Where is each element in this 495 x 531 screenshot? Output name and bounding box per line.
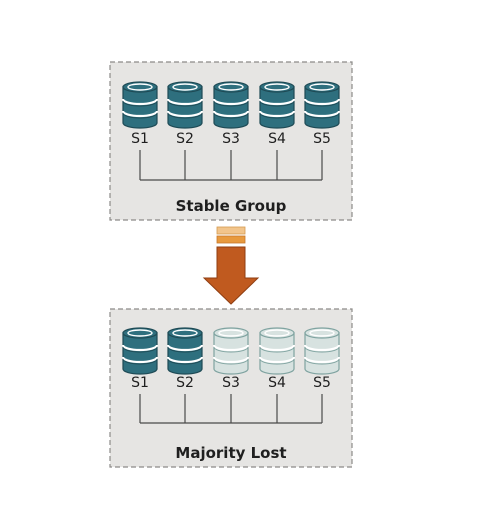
server-label: S1 [131,131,149,147]
group-majority-lost-label: Majority Lost [175,444,286,462]
database-cylinder-icon [121,81,159,129]
server-label: S5 [313,375,331,391]
group-majority-lost-servers: S1 S2 S3 S4 S5 [121,327,341,391]
database-cylinder-icon [166,81,204,129]
group-stable-servers: S1 S2 S3 S4 S5 [121,81,341,147]
database-cylinder-icon [303,81,341,129]
database-cylinder-icon [212,81,250,129]
server-label: S2 [176,375,194,391]
group-stable: S1 S2 S3 S4 S5 Stable Group [109,61,353,221]
database-cylinder-icon [166,327,204,375]
arrow-stripe-mid [216,235,246,244]
server-label: S3 [222,131,240,147]
group-majority-lost: S1 S2 S3 S4 S5 Majority Lost [109,308,353,468]
server-label: S4 [268,375,286,391]
database-cylinder-icon [258,327,296,375]
server-label: S1 [131,375,149,391]
server-label: S3 [222,375,240,391]
down-arrow-icon [202,226,260,305]
database-cylinder-icon [212,327,250,375]
database-cylinder-icon [121,327,159,375]
server-label: S4 [268,131,286,147]
arrow-stripe-top [216,226,246,235]
group-stable-label: Stable Group [176,197,287,215]
database-cylinder-icon [303,327,341,375]
database-cylinder-icon [258,81,296,129]
server-label: S2 [176,131,194,147]
group-majority-lost-connections [139,394,323,424]
group-stable-connections [139,150,323,181]
server-label: S5 [313,131,331,147]
arrow-body [202,246,260,305]
